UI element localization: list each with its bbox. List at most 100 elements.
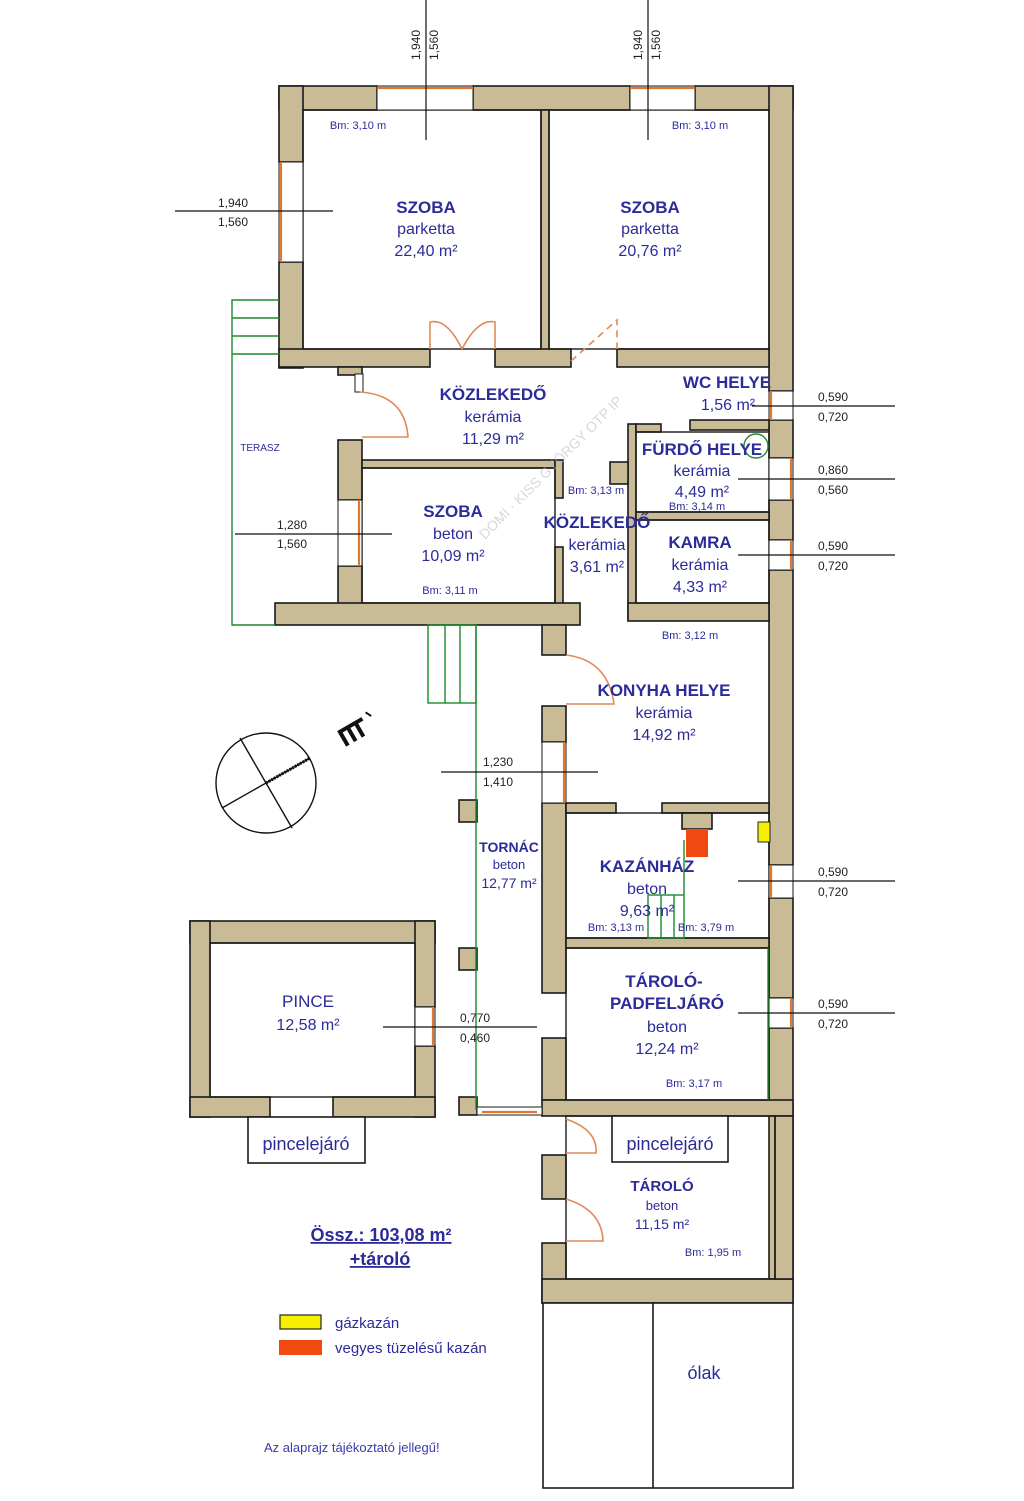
compass-icon (215, 732, 317, 834)
room-name: FÜRDŐ HELYE (642, 440, 762, 459)
room-name: KÖZLEKEDŐ (544, 513, 651, 532)
dim-top-right-lower: 1,560 (649, 30, 663, 60)
dim-furdo-lower: 0,560 (818, 483, 848, 497)
legend-swatch-gazkazan (279, 1314, 322, 1330)
room-floor: kerámia (569, 537, 626, 554)
room-name: KAMRA (668, 533, 731, 552)
room-wc: WC HELYE 1,56 m² (683, 373, 771, 414)
dimension-labels: 1,940 1,560 1,940 1,560 1,940 1,560 1,28… (218, 30, 848, 1045)
room-kozlekedo-1: KÖZLEKEDŐ kerámia 11,29 m² Bm: 3,13 m (440, 385, 624, 497)
gazkazan (757, 821, 771, 843)
pincelejaro-right-box (611, 1115, 729, 1163)
room-floor: beton (647, 1019, 687, 1036)
dimension-lines (175, 0, 895, 1028)
legend: gázkazán vegyes tüzelésű kazán (279, 1314, 487, 1357)
room-tarolo-padfeljaro: TÁROLÓ- PADFELJÁRÓ beton 12,24 m² Bm: 3,… (610, 972, 724, 1090)
room-name-2: PADFELJÁRÓ (610, 994, 724, 1013)
room-area: 4,33 m² (673, 579, 728, 596)
room-name: SZOBA (396, 198, 456, 217)
dim-szoba-beton-upper: 1,280 (277, 518, 307, 532)
height-label: Bm: 3,13 m (588, 922, 644, 934)
room-area: 12,24 m² (635, 1041, 699, 1058)
disclaimer-note: Az alaprajz tájékoztató jellegű! (264, 1440, 440, 1455)
room-name: TÁROLÓ- (625, 972, 702, 991)
dim-tarolo-lower: 0,720 (818, 1017, 848, 1031)
dim-top-right-upper: 1,940 (631, 30, 645, 60)
room-floor: beton (433, 526, 473, 543)
olak-building (542, 1302, 794, 1489)
room-floor: beton (627, 881, 667, 898)
dim-tarolo-upper: 0,590 (818, 997, 848, 1011)
room-kazanhaz: KAZÁNHÁZ beton 9,63 m² Bm: 3,13 m Bm: 3,… (588, 857, 734, 934)
height-label: Bm: 3,14 m (669, 501, 725, 513)
room-tarolo: TÁROLÓ beton 11,15 m² Bm: 1,95 m (630, 1177, 741, 1259)
dim-top-left-upper: 1,940 (409, 30, 423, 60)
room-floor: kerámia (672, 557, 729, 574)
total-area: Össz.: 103,08 m² (310, 1225, 451, 1245)
height-label: Bm: 1,95 m (685, 1247, 741, 1259)
legend-label-vegyes: vegyes tüzelésű kazán (335, 1340, 487, 1357)
room-area: 14,92 m² (632, 727, 696, 744)
dim-wc-upper: 0,590 (818, 390, 848, 404)
height-label: Bm: 3,13 m (568, 485, 624, 497)
room-name: KONYHA HELYE (598, 681, 731, 700)
height-label-2: Bm: 3,79 m (678, 922, 734, 934)
dim-konyha-lower: 1,410 (483, 775, 513, 789)
room-area: 11,15 m² (635, 1216, 690, 1232)
dim-kazanhaz-lower: 0,720 (818, 885, 848, 899)
room-area: 11,29 m² (462, 431, 525, 448)
room-name: TORNÁC (479, 839, 539, 855)
vegyes-kazan (686, 829, 708, 857)
height-label: Bm: 3,11 m (422, 585, 477, 597)
room-name: WC HELYE (683, 373, 771, 392)
room-name: KÖZLEKEDŐ (440, 385, 547, 404)
room-name: PINCE (282, 992, 334, 1011)
legend-label-gazkazan: gázkazán (335, 1315, 399, 1332)
room-tornac: TORNÁC beton 12,77 m² (479, 839, 539, 891)
room-name: KAZÁNHÁZ (600, 857, 694, 876)
room-area: 9,63 m² (620, 903, 675, 920)
dim-left-szoba-upper: 1,940 (218, 196, 248, 210)
doors (354, 318, 618, 1242)
room-kozlekedo-2: KÖZLEKEDŐ kerámia 3,61 m² (544, 513, 651, 576)
room-floor: kerámia (674, 463, 731, 480)
room-floor: kerámia (465, 409, 522, 426)
room-area: 3,61 m² (570, 559, 625, 576)
room-szoba-1: Bm: 3,10 m SZOBA parketta 22,40 m² (330, 120, 458, 260)
room-area: 10,09 m² (421, 548, 485, 565)
pincelejaro-left-label: pincelejáró (262, 1134, 349, 1154)
room-kamra: KAMRA kerámia 4,33 m² Bm: 3,12 m (662, 533, 732, 642)
room-floor: parketta (621, 221, 679, 238)
height-label: Bm: 3,17 m (666, 1078, 722, 1090)
dim-kazanhaz-upper: 0,590 (818, 865, 848, 879)
room-name: SZOBA (423, 502, 483, 521)
room-furdo: FÜRDŐ HELYE kerámia 4,49 m² Bm: 3,14 m (642, 440, 762, 513)
room-name: TÁROLÓ (630, 1177, 694, 1195)
dim-wc-lower: 0,720 (818, 410, 848, 424)
room-pince: PINCE 12,58 m² (276, 992, 340, 1034)
dim-furdo-upper: 0,860 (818, 463, 848, 477)
room-floor: beton (493, 857, 526, 872)
room-area: 22,40 m² (394, 243, 458, 260)
dim-kamra-lower: 0,720 (818, 559, 848, 573)
dim-szoba-beton-lower: 1,560 (277, 537, 307, 551)
room-szoba-3: SZOBA beton 10,09 m² Bm: 3,11 m (421, 502, 485, 597)
terasz-label: TERASZ (240, 443, 279, 454)
height-label: Bm: 3,12 m (662, 630, 718, 642)
room-floor: kerámia (636, 705, 693, 722)
pincelejaro-left-box (247, 1116, 366, 1164)
room-area: 4,49 m² (675, 484, 730, 501)
windows (278, 85, 794, 1116)
room-area: 20,76 m² (618, 243, 682, 260)
pincelejaro-right-label: pincelejáró (626, 1134, 713, 1154)
room-konyha: KONYHA HELYE kerámia 14,92 m² (598, 681, 731, 744)
olak-label: ólak (687, 1363, 721, 1383)
room-name: SZOBA (620, 198, 680, 217)
dim-pince-lower: 0,460 (460, 1031, 490, 1045)
height-label: Bm: 3,10 m (330, 120, 386, 132)
north-marker-icon (337, 711, 372, 747)
room-floor: beton (646, 1198, 679, 1213)
total-extra: +tároló (350, 1249, 411, 1269)
dim-kamra-upper: 0,590 (818, 539, 848, 553)
